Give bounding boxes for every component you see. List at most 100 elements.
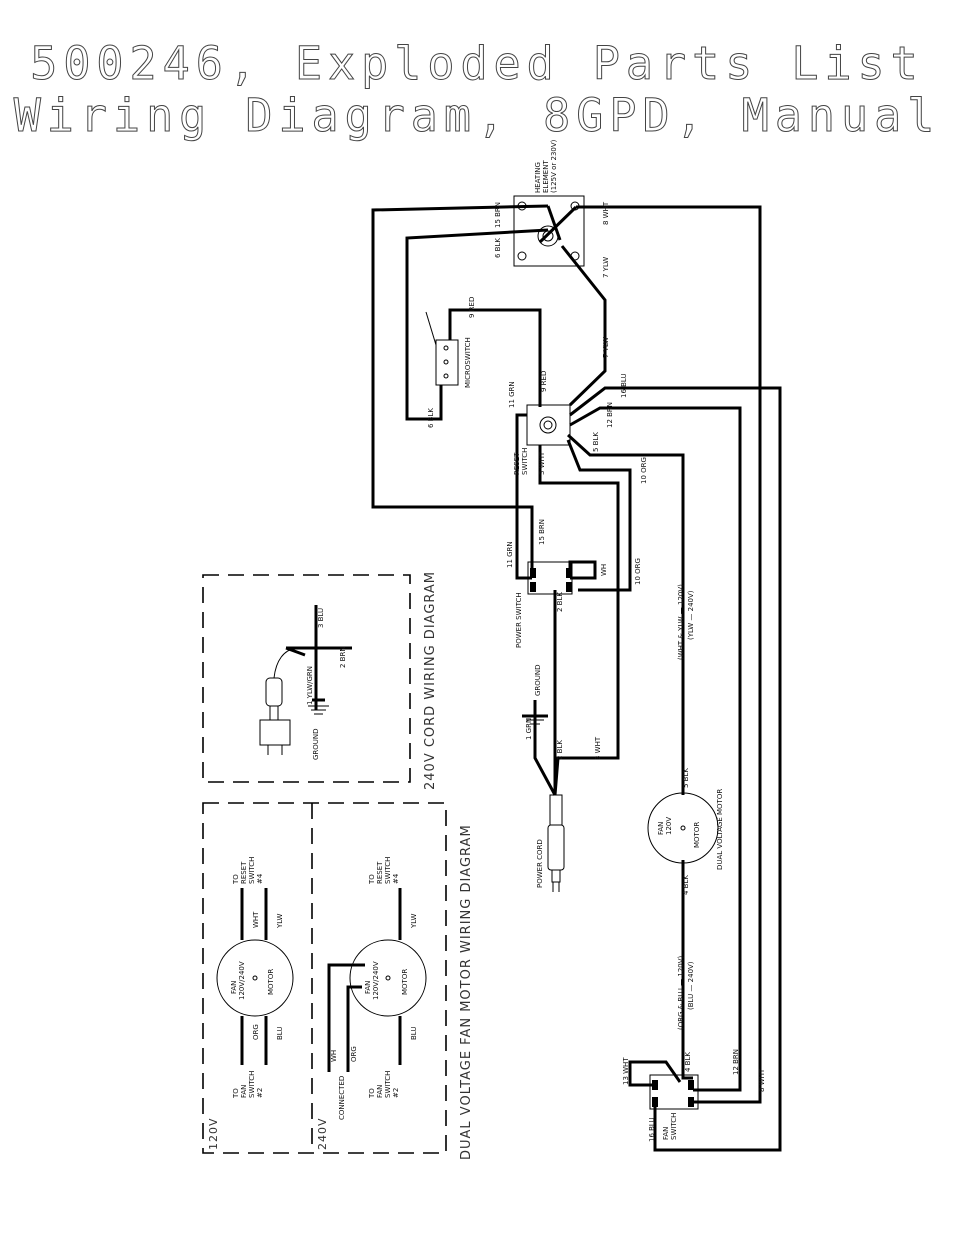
dual-voltage-motor: FAN 120V MOTOR DUAL VOLTAGE MOTOR — [647, 789, 724, 870]
wire-10-org — [566, 439, 632, 592]
label-11-grn-ps: 11 GRN — [506, 541, 514, 568]
panel-240v-to-reset-2: RESET — [376, 861, 384, 884]
panel-240v-to-fan-1: TO — [368, 1088, 376, 1099]
upper-voltage-note-2: (YLW — 240V) — [687, 590, 695, 640]
power-switch-label: POWER SWITCH — [515, 592, 523, 648]
motor-label-motor: MOTOR — [693, 822, 701, 848]
lower-voltage-note-1: (ORG & BLU — 120V) — [677, 955, 685, 1030]
cord-240v-w3: 3 BLU — [317, 608, 325, 628]
panel-240v-motor-3: MOTOR — [401, 969, 409, 995]
wire-ps-jumper — [568, 560, 597, 580]
ground-symbol: GROUND — [522, 664, 548, 725]
wire-4-blk — [681, 860, 693, 1080]
panel-240v-to-fan-3: SWITCH — [384, 1071, 392, 1098]
wire-labels: 15 BRN 6 BLK 8 WHT 7 YLW 9 RED 6 BLK 7 Y… — [427, 201, 766, 1142]
label-7-ylw-mid: 7 YLW — [602, 337, 610, 358]
label-2-blk-ps: 2 BLK — [556, 592, 564, 612]
panel-120v-to-fan-1: TO — [232, 1088, 240, 1099]
upper-voltage-note-1: (WHT & YLW — 120V) — [677, 584, 685, 660]
cord-240v-w2: 2 BRN — [339, 646, 347, 668]
panel-120v-motor-2: 120V/240V — [238, 961, 246, 1000]
wire-3-wht — [538, 445, 620, 796]
panel-240v-to-fan-2: FAN — [376, 1085, 384, 1098]
microswitch: MICROSWITCH — [425, 311, 472, 388]
panel-240v-wh: WH — [330, 1050, 338, 1062]
label-9-red-top: 9 RED — [468, 297, 476, 318]
panel-120v-to-reset-3: SWITCH — [248, 857, 256, 884]
label-5-blk: 5 BLK — [592, 432, 600, 452]
fan-switch-label-1: FAN — [662, 1127, 670, 1140]
label-3-wht-reset: 3 WHT — [538, 451, 546, 475]
label-8-wht-top: 8 WHT — [602, 201, 610, 225]
label-wh-ps: WH — [600, 564, 608, 576]
wire-15-brn — [371, 204, 549, 570]
wire-6-blk — [405, 228, 549, 421]
motor-label-volt: 120V — [665, 817, 673, 835]
label-16-blu: 16 BLU — [620, 373, 628, 398]
wire-11-grn — [515, 413, 532, 580]
panel-240v-to-fan-4: #2 — [392, 1088, 400, 1098]
panel-120v-to-reset-2: RESET — [240, 861, 248, 884]
cord-240v-ground: GROUND — [312, 728, 320, 760]
cord-wiring-240v-box: 240V CORD WIRING DIAGRAM 3 BLU 2 BRN 1 Y… — [202, 571, 438, 790]
panel-240v-to-reset-4: #4 — [392, 873, 400, 884]
panel-120v-wht: WHT — [252, 911, 260, 928]
label-2-blk-cord: 2 BLK — [556, 740, 564, 760]
title-line-1: 500246, Exploded Parts List — [30, 37, 924, 90]
dual-voltage-diagram-box: DUAL VOLTAGE FAN MOTOR WIRING DIAGRAM 12… — [202, 802, 474, 1160]
label-fs-8-wht: 8 WHT — [758, 1068, 766, 1092]
label-12-brn: 12 BRN — [606, 402, 614, 428]
heating-element-label-2: ELEMENT — [542, 160, 550, 193]
label-1-grn: 1 GRN — [525, 718, 533, 740]
ground-label: GROUND — [534, 664, 542, 696]
label-11-grn-top: 11 GRN — [508, 381, 516, 408]
panel-240v-label: 240V — [316, 1117, 329, 1150]
panel-240v-blu: BLU — [410, 1027, 418, 1040]
panel-240v-ylw: YLW — [410, 913, 418, 929]
heating-element-label-1: HEATING — [534, 162, 542, 193]
page-title: 500246, Exploded Parts List Wiring Diagr… — [0, 37, 954, 142]
label-6-blk-mid: 6 BLK — [427, 408, 435, 428]
microswitch-label: MICROSWITCH — [464, 337, 472, 388]
panel-120v-org: ORG — [252, 1024, 260, 1040]
label-13-wht: 13 WHT — [622, 1057, 630, 1085]
panel-120v-to-reset-1: TO — [232, 874, 240, 885]
label-15-brn-ps: 15 BRN — [538, 519, 546, 545]
panel-240v-to-reset-1: TO — [368, 874, 376, 885]
label-4-blk-motor: 4 BLK — [682, 875, 690, 895]
label-15-brn-top: 15 BRN — [494, 202, 502, 228]
label-fs-16-blu: 16 BLU — [648, 1117, 656, 1142]
panel-240v-motor-2: 120V/240V — [372, 961, 380, 1000]
label-7-ylw-top: 7 YLW — [602, 257, 610, 278]
panel-240v-connected: CONNECTED — [338, 1076, 346, 1120]
panel-120v-to-reset-4: #4 — [256, 873, 264, 884]
panel-120v-blu: BLU — [276, 1027, 284, 1040]
motor-label-fan: FAN — [657, 822, 665, 835]
label-6-blk-top: 6 BLK — [494, 238, 502, 258]
wire-5-blk — [566, 433, 685, 795]
reset-switch: RESET SWITCH — [513, 404, 571, 475]
heating-element: HEATING ELEMENT (125V or 230V) — [513, 139, 585, 267]
panel-120v-motor-1: FAN — [230, 981, 238, 994]
dual-voltage-heading: DUAL VOLTAGE FAN MOTOR WIRING DIAGRAM — [459, 824, 474, 1160]
label-fs-4-blk: 4 BLK — [684, 1052, 692, 1072]
label-9-red-mid: 9 RED — [540, 371, 548, 392]
lower-voltage-note-2: (BLU — 240V) — [687, 961, 695, 1010]
fan-switch: FAN SWITCH — [649, 1074, 699, 1140]
wire-9-red — [448, 308, 542, 407]
wire-7-ylw — [560, 245, 607, 407]
wire-8-wht — [576, 205, 762, 1104]
title-line-2: Wiring Diagram, 8GPD, Manual — [13, 89, 941, 142]
panel-120v-to-fan-4: #2 — [256, 1088, 264, 1098]
panel-240v-motor-1: FAN — [364, 981, 372, 994]
panel-120v: 120V FAN 120V/240V MOTOR TO RESET SWITCH… — [207, 857, 294, 1150]
wire-16-blu — [569, 386, 782, 1152]
label-10-org-ps: 10 ORG — [634, 558, 642, 585]
reset-switch-label-2: SWITCH — [521, 448, 529, 475]
wire-13-wht — [628, 1060, 682, 1087]
label-fs-12-brn: 12 BRN — [732, 1049, 740, 1075]
label-10-org: 10 ORG — [640, 457, 648, 484]
label-5-blk-motor: 5 BLK — [682, 768, 690, 788]
panel-240v-org: ORG — [350, 1046, 358, 1062]
